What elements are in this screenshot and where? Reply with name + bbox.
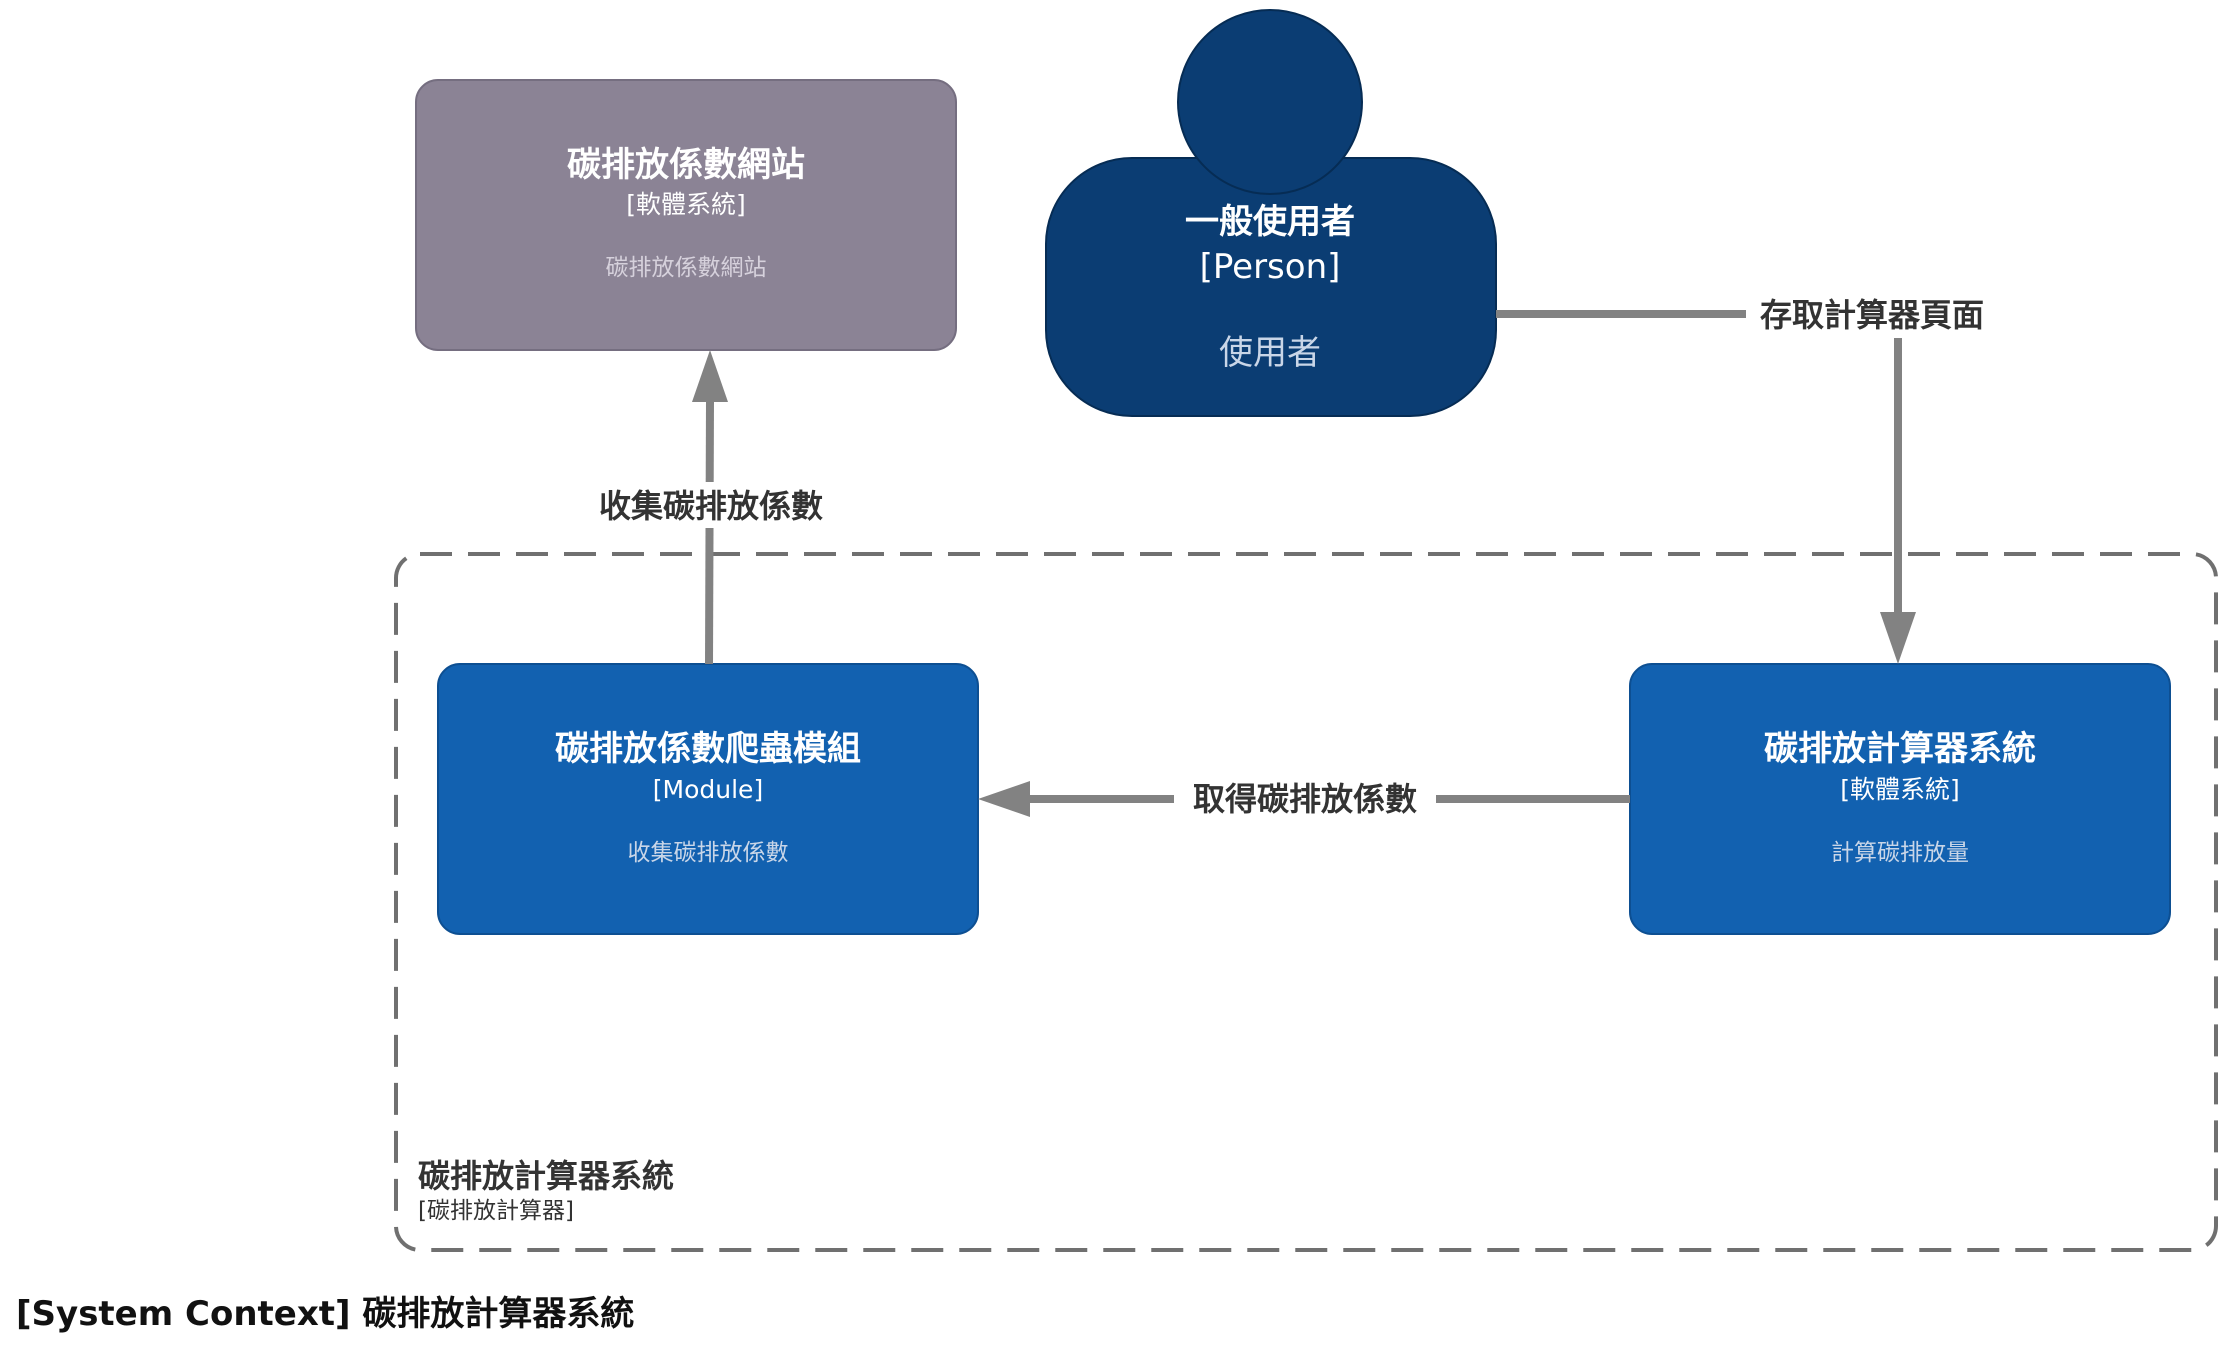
person-body-shape (1045, 157, 1497, 417)
external-system-type: [軟體系統] (626, 190, 746, 219)
person-title: 一般使用者 (1185, 202, 1355, 242)
person-description: 使用者 (1219, 333, 1321, 373)
crawler-module-box[interactable]: 碳排放係數爬蟲模組 [Module] 收集碳排放係數 (437, 663, 979, 935)
boundary-title: 碳排放計算器系統 (418, 1157, 674, 1195)
calculator-system-title: 碳排放計算器系統 (1764, 729, 2036, 769)
calculator-system-description: 計算碳排放量 (1831, 840, 1969, 866)
relation-calculator-to-crawler: 取得碳排放係數 (978, 776, 1630, 822)
relation-person-to-calculator-line (1496, 310, 1902, 612)
arrowhead-down-icon (1880, 612, 1916, 664)
relation-calculator-to-crawler-label: 取得碳排放係數 (1193, 780, 1417, 818)
crawler-module-title: 碳排放係數爬蟲模組 (555, 729, 861, 769)
relation-label-bg (1174, 776, 1436, 822)
system-boundary (394, 552, 2218, 1252)
crawler-module-description: 收集碳排放係數 (628, 840, 789, 866)
relation-label-bg (1746, 290, 2002, 338)
relation-person-to-calculator: 存取計算器頁面 (1496, 290, 2002, 664)
relation-crawler-to-website-line (705, 399, 714, 665)
arrowhead-up-icon (692, 350, 728, 402)
diagram-title: [System Context] 碳排放計算器系統 (16, 1294, 635, 1334)
person-actor[interactable]: 一般使用者 [Person] 使用者 (1045, 9, 1497, 417)
calculator-system-type: [軟體系統] (1840, 775, 1960, 804)
relation-crawler-to-website: 收集碳排放係數 (580, 350, 842, 665)
external-system-shape (415, 79, 957, 351)
person-type: [Person] (1200, 247, 1341, 287)
external-system-description: 碳排放係數網站 (606, 255, 767, 281)
calculator-system-box[interactable]: 碳排放計算器系統 [軟體系統] 計算碳排放量 (1629, 663, 2171, 935)
external-system-box[interactable]: 碳排放係數網站 [軟體系統] 碳排放係數網站 (415, 79, 957, 351)
crawler-module-type: [Module] (653, 775, 763, 804)
person-head-icon (1177, 9, 1363, 195)
relation-label-bg (580, 482, 842, 528)
relation-person-to-calculator-label: 存取計算器頁面 (1760, 296, 1984, 334)
arrowhead-left-icon (978, 781, 1030, 817)
external-system-title: 碳排放係數網站 (567, 145, 805, 185)
relation-crawler-to-website-label: 收集碳排放係數 (599, 487, 823, 525)
boundary-type: [碳排放計算器] (418, 1198, 574, 1224)
